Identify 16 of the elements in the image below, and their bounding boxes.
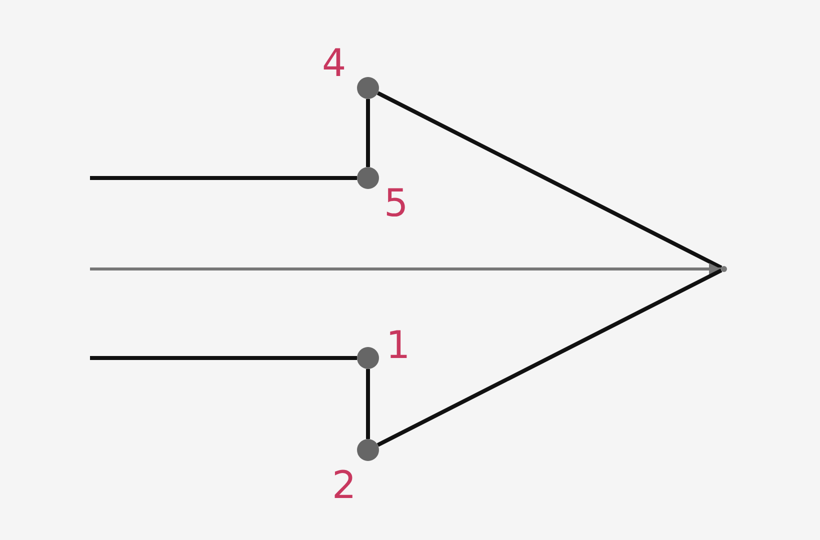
point-dot bbox=[357, 77, 379, 99]
point-dot bbox=[357, 347, 379, 369]
line-segment bbox=[376, 91, 722, 270]
point-dot bbox=[357, 439, 379, 461]
point-number: 2 bbox=[332, 466, 356, 504]
line-segment bbox=[90, 263, 721, 275]
line-segment bbox=[90, 356, 357, 360]
point-number: 4 bbox=[322, 44, 346, 82]
point-number: 5 bbox=[384, 184, 408, 222]
point-number: 1 bbox=[386, 326, 410, 364]
tip-point bbox=[721, 266, 727, 272]
point-dot bbox=[357, 167, 379, 189]
line-segment bbox=[90, 176, 357, 180]
line-segment bbox=[366, 99, 370, 167]
line-segment bbox=[366, 369, 370, 439]
line-segment bbox=[376, 268, 722, 447]
